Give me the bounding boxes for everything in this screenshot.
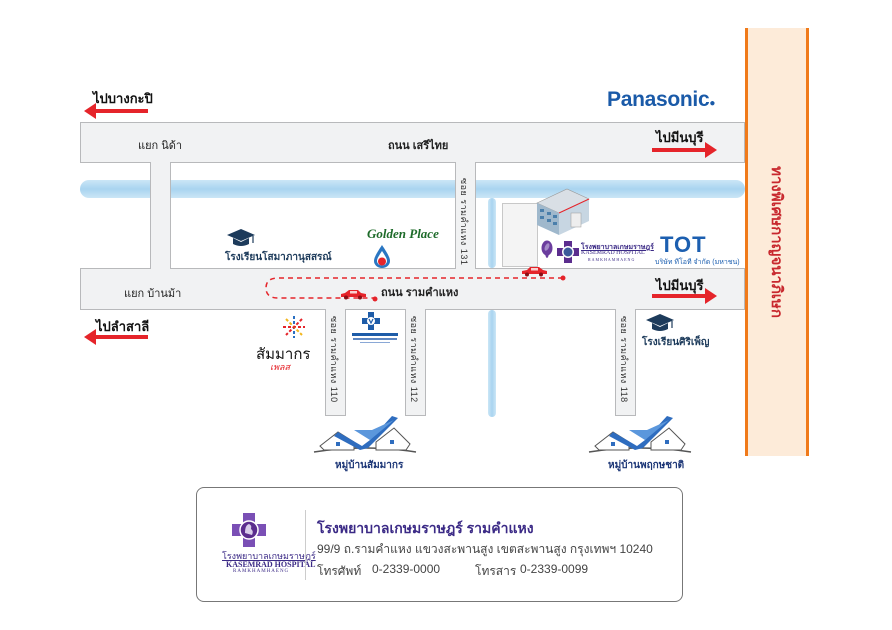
- sommakorn-village-label: หมู่บ้านสัมมากร: [335, 460, 404, 471]
- graduation-cap-icon: [227, 229, 255, 246]
- clinic-logo-text: [353, 338, 397, 340]
- tot-subtitle: บริษัท ทีโอที จำกัด (มหาชน): [655, 259, 740, 266]
- road-soi-112: [405, 309, 426, 416]
- map-hospital-logo-en: KASEMRAD HOSPITAL: [581, 250, 645, 256]
- info-logo-en: KASEMRAD HOSPITAL: [226, 560, 316, 569]
- arrow-right-icon: [652, 142, 717, 158]
- car-icon: [341, 290, 366, 300]
- road-connector-nida: [150, 162, 171, 269]
- clinic-logo-text: [360, 342, 390, 343]
- panasonic-logo: Panasonic●: [607, 88, 716, 111]
- map-hospital-logo-th: โรงพยาบาลเกษมราษฎร์: [581, 243, 654, 251]
- hospital-cross-icon: [557, 241, 579, 263]
- info-logo-branch: RAMKHAMHAENG: [233, 569, 290, 574]
- hospital-building-icon: [536, 188, 590, 235]
- label-nida-junction: แยก นิด้า: [138, 140, 183, 152]
- phone-number[interactable]: 0-2339-0000: [372, 562, 441, 576]
- canal-branch-north: [488, 198, 496, 268]
- location-pin-icon: [541, 240, 553, 258]
- road-ramkhamhaeng: [80, 268, 745, 310]
- panasonic-text: Panasonic: [607, 88, 710, 111]
- clinic-logo-text: [352, 333, 398, 336]
- info-divider: [305, 510, 306, 580]
- fax-label: โทรสาร: [475, 564, 517, 578]
- map-hospital-logo-branch: RAMKHAMHAENG: [588, 257, 636, 262]
- road-soi-110: [325, 309, 346, 416]
- info-logo-th: โรงพยาบาลเกษมราษฎร์: [222, 551, 316, 561]
- sommakorn-sub-label: เพลส: [270, 362, 291, 372]
- ptt-station-icon: [374, 245, 390, 268]
- canal-branch-south: [488, 310, 496, 417]
- building-outline: [502, 203, 538, 267]
- direction-lam-sali: ไปลำสาลี: [96, 319, 150, 334]
- sommakorn-logo-icon: [283, 316, 305, 338]
- hospital-info-card: [196, 487, 683, 602]
- canal-main: [80, 180, 745, 198]
- phone-label: โทรศัพท์: [317, 564, 362, 578]
- hospital-address: 99/9 ถ.รามคำแหง แขวงสะพานสูง เขตสะพานสูง…: [317, 542, 653, 556]
- hospital-logo-icon: [232, 513, 266, 547]
- expressway: ทางพิเศษกาญจนาภิเษก: [745, 28, 809, 456]
- village-house-icon: [313, 416, 417, 453]
- direction-min-buri-top: ไปมีนบุรี: [656, 130, 704, 145]
- label-ban-ma-junction: แยก บ้านม้า: [124, 288, 182, 300]
- hospital-name: โรงพยาบาลเกษมราษฎร์ รามคำแหง: [317, 520, 534, 536]
- label-seri-thai-road: ถนน เสรีไทย: [388, 140, 449, 152]
- arrow-right-icon: [652, 288, 717, 304]
- somapanussorn-school-label: โรงเรียนโสมาภานุสสรณ์: [225, 252, 332, 263]
- graduation-cap-icon: [646, 314, 674, 331]
- siripen-school-label: โรงเรียนศิริเพ็ญ: [642, 337, 710, 348]
- road-seri-thai: [80, 122, 745, 163]
- direction-bang-kapi: ไปบางกะปิ: [93, 91, 153, 106]
- label-ramkhamhaeng-road: ถนน รามคำแหง: [381, 287, 459, 299]
- clinic-cross-icon: [362, 312, 380, 330]
- arrow-left-icon: [84, 103, 148, 119]
- car-icon: [522, 267, 547, 277]
- pruksachart-village-label: หมู่บ้านพฤกษชาติ: [608, 460, 685, 471]
- village-house-icon: [588, 416, 692, 453]
- tot-logo: TOT: [660, 232, 707, 257]
- direction-min-buri-bottom: ไปมีนบุรี: [656, 278, 704, 293]
- fax-number: 0-2339-0099: [520, 562, 589, 576]
- arrow-left-icon: [84, 329, 148, 345]
- road-soi-118: [615, 309, 636, 416]
- route-start-dot: [372, 296, 378, 302]
- golden-place-label: Golden Place: [367, 226, 439, 241]
- route-end-dot: [560, 275, 566, 281]
- road-soi-131: [455, 162, 476, 269]
- sommakorn-label: สัมมากร: [256, 346, 311, 363]
